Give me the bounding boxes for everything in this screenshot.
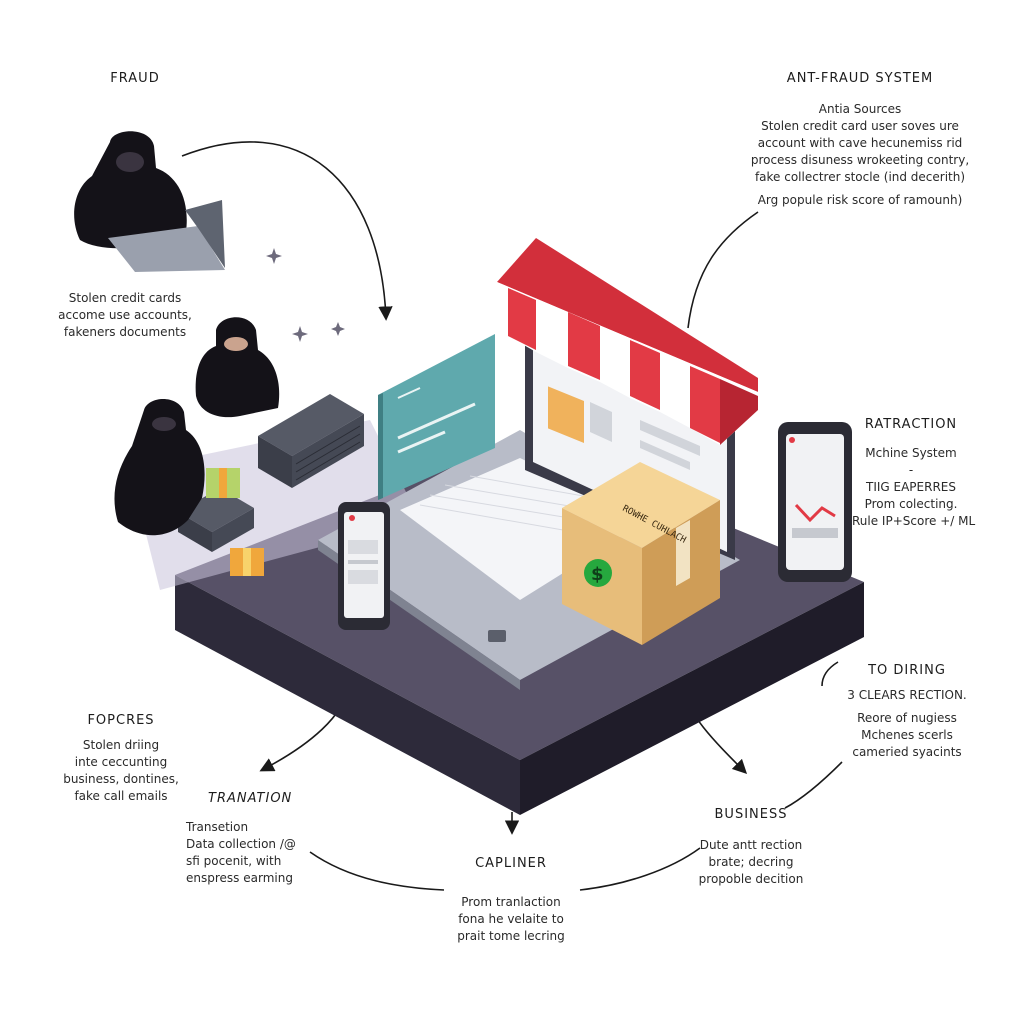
ratraction-line: Mchine System xyxy=(865,446,957,460)
ratraction-line: Rule IP+Score +/ ML xyxy=(852,514,976,528)
fopcres-title: FOPCRES xyxy=(87,713,155,728)
arrow-fraud-to-store xyxy=(181,141,393,321)
monitor-icon xyxy=(378,334,495,500)
tranation-line: Transetion xyxy=(186,820,249,834)
ratraction-line: Prom colecting. xyxy=(864,497,958,511)
anti-fraud-line: fake collectrer stocle (ind decerith) xyxy=(754,170,966,184)
dollar-icon: $ xyxy=(584,559,612,587)
hacker-figure-2 xyxy=(195,317,280,418)
tranation-line: enspress earming xyxy=(186,871,293,885)
fopcres-line: fake call emails xyxy=(74,789,168,803)
svg-text:$: $ xyxy=(591,564,604,585)
hacker-figure xyxy=(74,131,187,249)
sparkle-icon xyxy=(266,248,345,342)
fraud-description: Stolen credit cards accome use accounts,… xyxy=(40,290,210,341)
tranation-title: TRANATION xyxy=(208,791,293,806)
anti-fraud-title: ANT-FRAUD SYSTEM xyxy=(786,71,934,86)
anti-fraud-footer: Arg popule risk score of ramounh) xyxy=(757,193,963,207)
to-diring-section: TO DIRING 3 CLEARS RECTION. Reore of nug… xyxy=(834,662,980,761)
storefront-awning xyxy=(497,238,758,445)
to-diring-line: Mchenes scerls xyxy=(861,728,953,742)
curve-to-diring xyxy=(784,761,843,809)
capliner-line: prait tome lecring xyxy=(457,929,565,943)
business-section: BUSINESS Dute antt rection brate; decrin… xyxy=(690,806,812,888)
gift-icon xyxy=(206,468,264,576)
ratraction-line: TIIG EAPERRES xyxy=(865,480,956,494)
business-line: propoble decition xyxy=(698,872,804,886)
ratraction-title: RATRACTION xyxy=(864,417,958,432)
server-icon xyxy=(178,394,364,552)
ratraction-section: RATRACTION Mchine System - TIIG EAPERRES… xyxy=(852,416,976,530)
hacker-figure-3 xyxy=(114,399,205,536)
anti-fraud-line: process disuness wrokeeting contry, xyxy=(750,153,970,167)
tranation-line: sfi pocenit, with xyxy=(186,854,282,868)
fraud-title: FRAUD xyxy=(110,71,160,86)
laptop-icon-hacker xyxy=(108,200,225,272)
to-diring-line: Reore of nugiess xyxy=(857,711,957,725)
fraud-line: fakeners documents xyxy=(63,325,187,339)
capliner-section: CAPLINER Prom tranlaction fona he velait… xyxy=(444,855,578,945)
smartphone-icon-right xyxy=(778,422,852,582)
arrow-antifraud-to-store xyxy=(687,211,759,329)
anti-fraud-line: Antia Sources xyxy=(818,102,902,116)
curve-tranation-capliner xyxy=(309,851,445,891)
curve-to-diring-top xyxy=(821,661,839,687)
to-diring-line: cameried syacints xyxy=(852,745,962,759)
anti-fraud-line: Stolen credit card user soves ure xyxy=(761,119,959,133)
capliner-line: fona he velaite to xyxy=(458,912,564,926)
smartphone-icon xyxy=(338,502,390,630)
ratraction-line: - xyxy=(908,463,914,477)
fopcres-line: business, dontines, xyxy=(63,772,179,786)
anti-fraud-section: ANT-FRAUD SYSTEM Antia Sources Stolen cr… xyxy=(730,70,990,209)
anti-fraud-line: account with cave hecunemiss rid xyxy=(757,136,963,150)
fraud-section: FRAUD xyxy=(60,70,210,95)
curve-capliner-business xyxy=(579,847,701,891)
capliner-line: Prom tranlaction xyxy=(461,895,561,909)
fraud-line: accome use accounts, xyxy=(58,308,192,322)
to-diring-title: TO DIRING xyxy=(868,663,946,678)
fopcres-line: Stolen driing xyxy=(82,738,160,752)
fopcres-line: inte ceccunting xyxy=(74,755,168,769)
capliner-title: CAPLINER xyxy=(475,856,547,871)
business-title: BUSINESS xyxy=(714,807,788,822)
fraud-line: Stolen credit cards xyxy=(68,291,182,305)
tranation-section: TRANATION Transetion Data collection /@ … xyxy=(186,790,306,887)
to-diring-line: 3 CLEARS RECTION. xyxy=(847,688,967,702)
business-line: brate; decring xyxy=(708,855,794,869)
fopcres-section: FOPCRES Stolen driing inte ceccunting bu… xyxy=(56,712,186,805)
business-line: Dute antt rection xyxy=(699,838,803,852)
tranation-line: Data collection /@ xyxy=(186,837,296,851)
